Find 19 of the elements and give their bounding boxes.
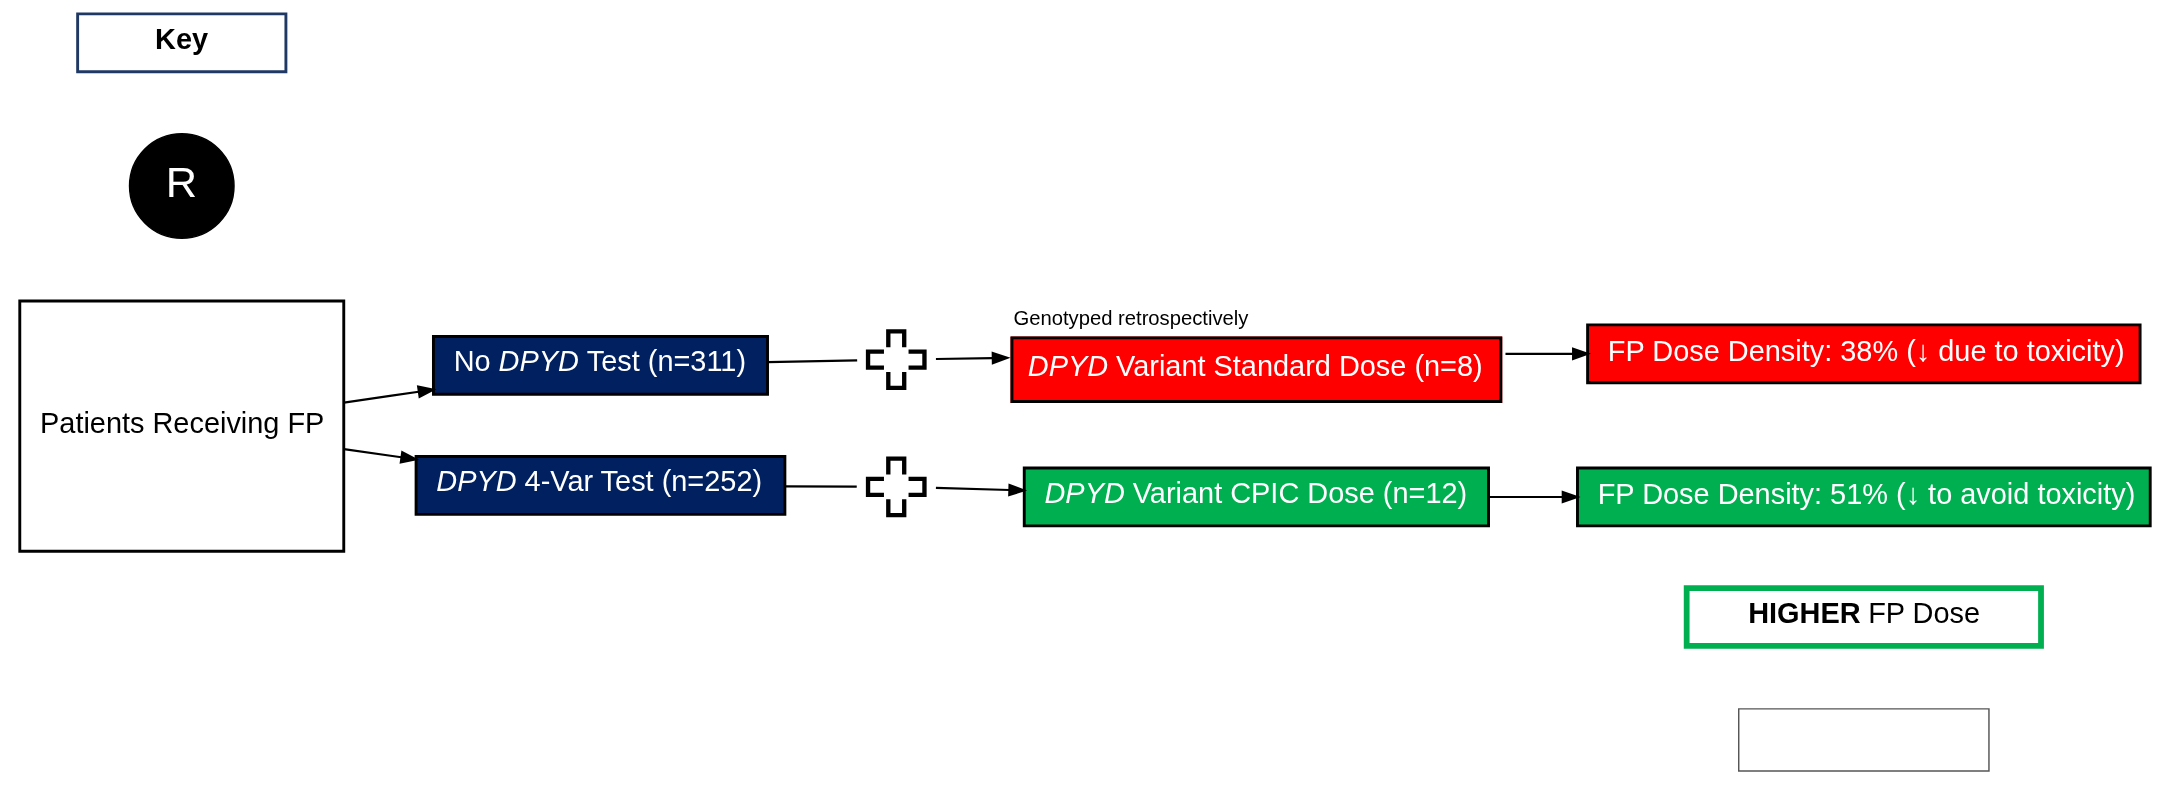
arrow [1504,347,1591,361]
node-box: FP Dose Density: 51% (↓ to avoid toxicity) [1575,466,2152,528]
arrow [1488,490,1581,504]
arrow [343,385,436,404]
arrow [935,351,1011,365]
node-box: DPYD Variant CPIC Dose (n=12) [1022,466,1490,528]
connector [767,359,857,364]
node-box: HIGHER FP Dose [1683,585,2044,649]
node-box: No DPYD Test (n=311) [431,335,769,396]
connector [784,485,857,488]
node-label: Genotyped retrospectively [1012,307,1248,330]
arrow [935,483,1027,497]
node-box: DPYD 4-Var Test (n=252) [414,455,786,516]
arrow [343,447,419,464]
node-circle: R [128,133,235,239]
node-box: Key [75,12,287,74]
node-box: Patients Receiving FP [17,299,345,553]
node-box: FP Dose Density: 38% (↓ due to toxicity) [1585,323,2142,385]
node-box [1737,708,1990,772]
